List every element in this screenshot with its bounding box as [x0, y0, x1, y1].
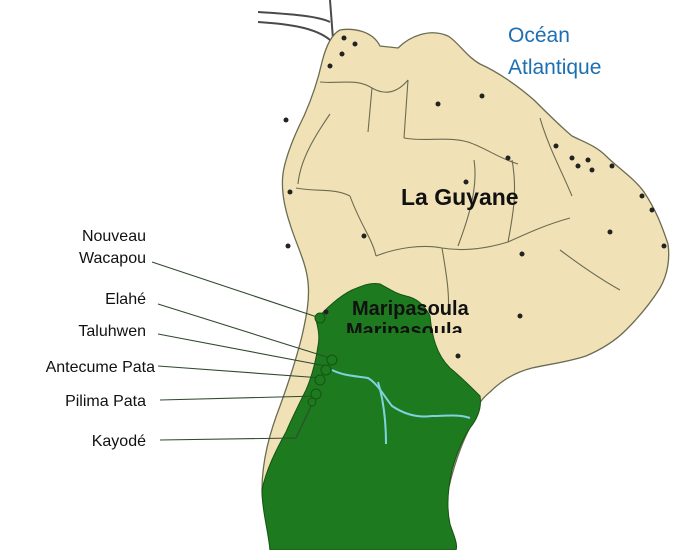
village-label-pilima-pata: Pilima Pata: [65, 393, 146, 410]
commune-label-echo: Maripasoula: [346, 320, 464, 342]
village-label-kayode: Kayodé: [92, 433, 146, 450]
ocean-label-line2: Atlantique: [508, 56, 601, 79]
village-label-nouveau-wacapou-line2: Wacapou: [79, 250, 146, 267]
coastline-ink: [257, 0, 335, 53]
village-label-nouveau-wacapou: Nouveau: [82, 228, 146, 245]
commune-boundaries: [295, 79, 621, 315]
ocean-label-line1: Océan: [508, 24, 570, 47]
village-dots: [307, 312, 338, 407]
region-title: La Guyane: [401, 184, 519, 210]
town-dots: [283, 35, 667, 359]
village-label-antecume-pata: Antecume Pata: [46, 359, 156, 376]
maripasoula-commune: [261, 283, 481, 550]
village-leader-lines: [151, 261, 331, 441]
rivers: [331, 369, 471, 445]
village-label-elahe: Elahé: [105, 291, 146, 308]
village-label-taluhwen: Taluhwen: [78, 323, 146, 340]
commune-label: Maripasoula: [352, 298, 470, 320]
